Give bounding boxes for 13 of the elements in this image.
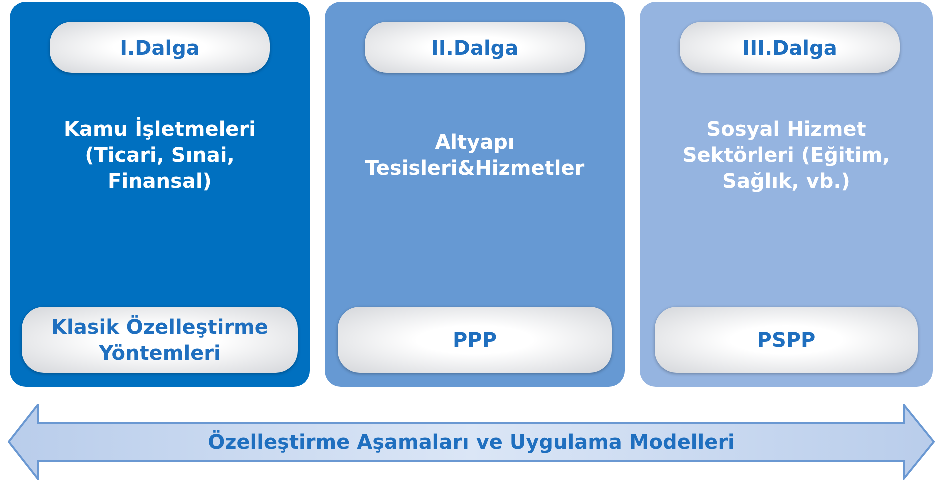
- panel-text: Kamu İşletmeleri (Ticari, Sınai, Finansal): [63, 116, 257, 194]
- label-pill: PSPP: [655, 307, 918, 373]
- label-pill: I.Dalga: [50, 22, 270, 73]
- label-pill: Klasik Özelleştirme Yöntemleri: [22, 307, 298, 373]
- panel-text: Sosyal Hizmet Sektörleri (Eğitim, Sağlık, vb.): [682, 116, 892, 194]
- wave-panel: [640, 2, 933, 387]
- wave-panel: [10, 2, 310, 387]
- label-pill: II.Dalga: [365, 22, 585, 73]
- panel-text: Altyapı Tesisleri&Hizmetler: [364, 128, 586, 180]
- label-pill: III.Dalga: [680, 22, 900, 73]
- wave-panel: [325, 2, 625, 387]
- arrow-label: Özelleştirme Aşamaları ve Uygulama Modelleri: [208, 429, 735, 456]
- label-pill: PPP: [338, 307, 612, 373]
